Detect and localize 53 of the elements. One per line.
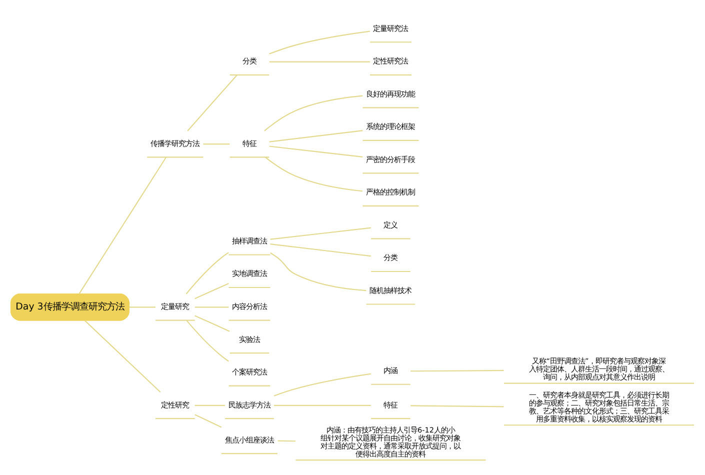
connector: [265, 156, 363, 192]
node-text: 民族志学方法: [228, 400, 270, 409]
node-text: 定量研究: [161, 301, 190, 310]
connector: [194, 414, 222, 428]
connector: [270, 226, 371, 240]
node-text: 良好的再现功能: [366, 88, 416, 98]
connector: [269, 30, 370, 54]
connector: [194, 314, 230, 332]
connector: [194, 282, 229, 299]
connector: [186, 319, 229, 362]
node-text: 传播学研究方法: [150, 138, 200, 148]
connector: [194, 404, 225, 406]
node-text: 严密的分析手段: [366, 154, 416, 164]
connector: [78, 156, 166, 294]
connector: [269, 145, 363, 157]
connector: [270, 243, 371, 256]
connector: [269, 130, 363, 142]
node-text: 又称“田野调查法”，即研究者与观察对象深入特定团体、人群生活一段时间，通过观察、询问，从内部观点对其意义作出说明: [528, 356, 669, 382]
connector: [410, 369, 504, 372]
node-text: 抽样调查法: [232, 236, 267, 245]
connector: [274, 372, 372, 396]
node-text: 一、研究者本身就是研究工具，必须进行长期的参与观察；二、研究对象包括日常生活、宗教、艺术等各种的文化形式；三、研究工具采用多重资料收集，以核实观察发现的资料: [528, 390, 669, 423]
node-text: 个案研究法: [232, 367, 267, 376]
node-text: 实地调查法: [232, 268, 267, 278]
node-text: 随机抽样技术: [370, 285, 412, 294]
connector: [410, 404, 504, 407]
node-text: 定性研究法: [373, 56, 408, 66]
node-text: 特征: [242, 138, 256, 148]
node-text: 定义: [384, 220, 398, 229]
node-text: 严格的控制机制: [366, 187, 416, 196]
connector: [269, 60, 370, 62]
connector: [186, 252, 229, 294]
connector: [187, 74, 238, 131]
node-text: 内容分析法: [232, 301, 267, 310]
connector: [84, 320, 161, 392]
node-text: 内涵：由有技巧的主持人引导6-12人的小组针对某个议题展开自由讨论，收集研究对象对主题的定义资料，通常采取开放式提问，以便得出高度自主的资料: [320, 424, 461, 458]
connector: [274, 404, 371, 406]
node-text: 定性研究: [161, 400, 190, 409]
node-text: 定量研究法: [373, 23, 408, 32]
node-text: 分类: [242, 56, 256, 66]
node-text: 内涵: [384, 366, 398, 375]
connector: [278, 440, 296, 442]
node-text: 焦点小组座谈法: [224, 434, 274, 444]
connector: [203, 143, 230, 144]
node-text: 实验法: [238, 334, 260, 344]
node-box: Day 3传播学调查研究方法: [10, 293, 130, 320]
node-text: 分类: [384, 252, 398, 262]
connector: [129, 306, 156, 308]
node-text: 系统的理论框架: [366, 122, 416, 131]
connector: [194, 306, 229, 308]
connector: [264, 94, 363, 131]
node-text: 特征: [384, 400, 398, 409]
connector: [270, 252, 366, 291]
